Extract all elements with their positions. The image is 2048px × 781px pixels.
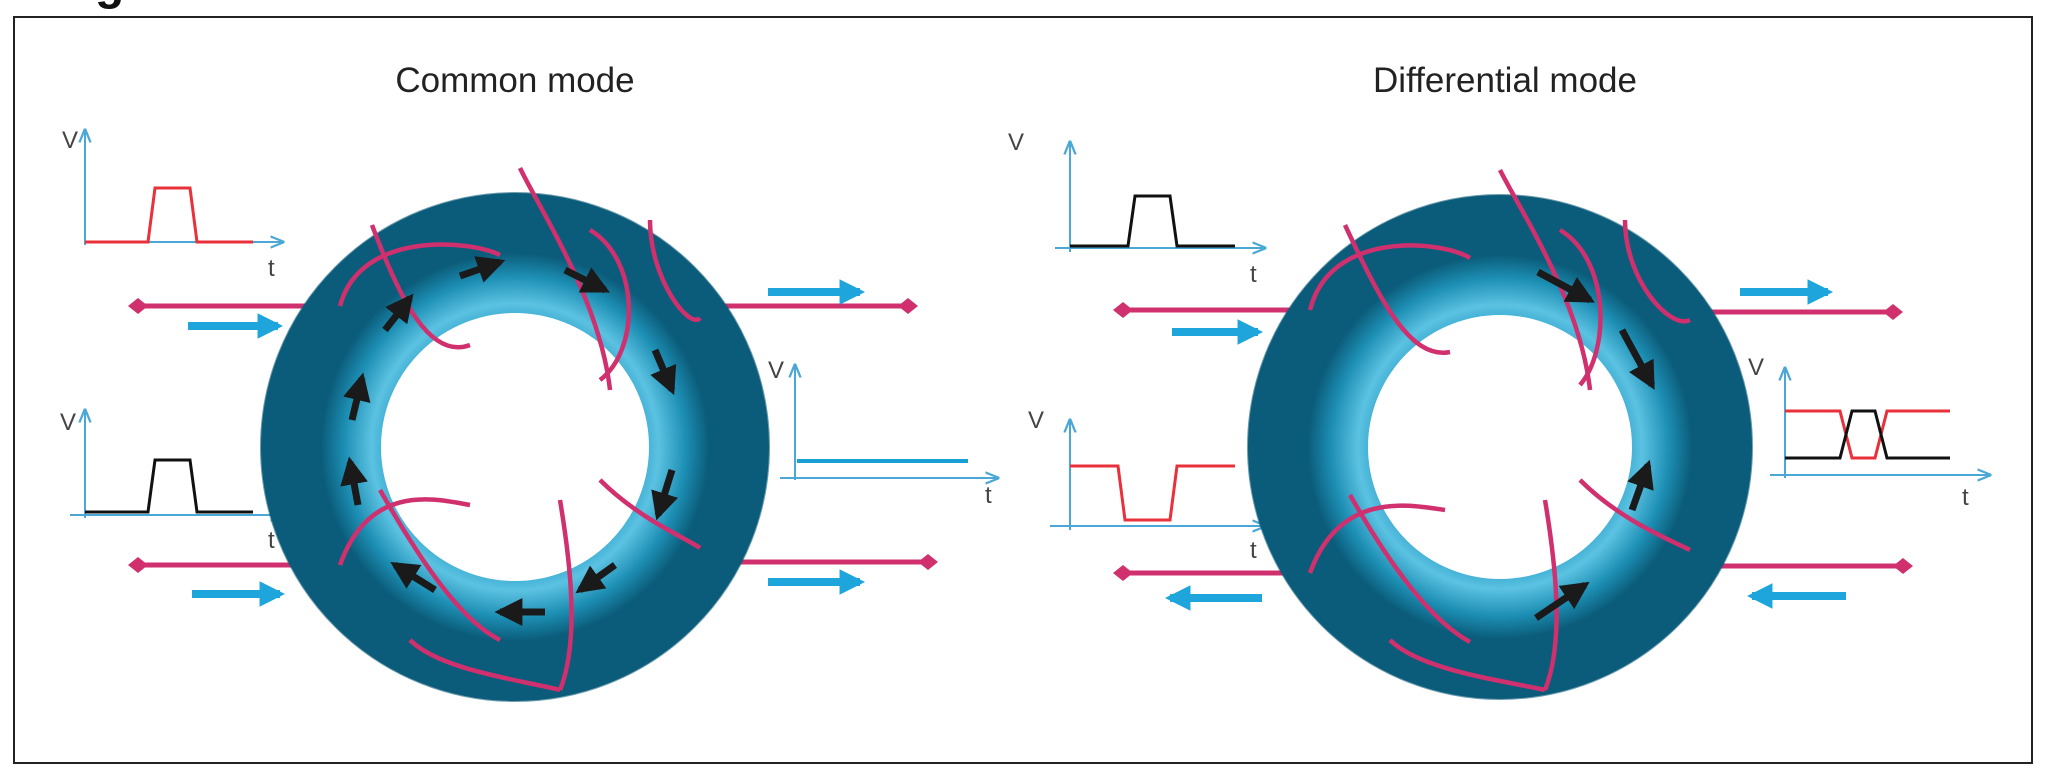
common-input-graph-1: V t <box>62 127 283 282</box>
common-input-2-signal <box>85 458 253 514</box>
common-output-graph: V t <box>768 357 998 509</box>
common-input-graph-2: V t <box>60 409 283 554</box>
axis-v-label: V <box>1008 129 1024 156</box>
diff-lead-wires <box>1125 307 1900 576</box>
axis-t-label: t <box>985 482 992 509</box>
common-toroid-core <box>260 192 770 702</box>
axis-t-label: t <box>1250 537 1257 564</box>
axis-v-label: V <box>62 127 78 154</box>
diff-windings <box>1307 168 1692 693</box>
axis-t-label: t <box>268 255 275 282</box>
axis-v-label: V <box>1028 407 1044 434</box>
axis-t-label: t <box>1962 484 1969 511</box>
diff-current-arrows <box>1164 279 1846 611</box>
axis-v-label: V <box>60 409 76 436</box>
common-flux-arrows <box>340 256 679 626</box>
common-input-1-signal <box>85 186 253 244</box>
common-current-arrows <box>188 279 866 607</box>
differential-mode-panel: Differential mode V t V t V t <box>1008 61 1990 700</box>
diff-input-graph-2: V t <box>1028 407 1265 564</box>
common-mode-title: Common mode <box>395 61 634 100</box>
common-mode-panel: Common mode V t V t V t <box>60 61 998 702</box>
common-wire-terminals <box>128 298 938 573</box>
axis-t-label: t <box>1250 261 1257 288</box>
diff-toroid-core <box>1247 194 1753 700</box>
diff-output-signal-red <box>1785 409 1950 460</box>
diff-input-1-signal <box>1070 194 1235 248</box>
diff-output-signal-black <box>1785 409 1950 460</box>
diff-input-graph-1: V t <box>1008 129 1265 288</box>
axis-v-label: V <box>768 357 784 384</box>
common-windings <box>337 167 702 693</box>
diff-wire-terminals <box>1113 302 1913 581</box>
diff-output-graph: V t <box>1748 354 1990 511</box>
axis-v-label: V <box>1748 354 1764 381</box>
common-lead-wires <box>140 303 925 568</box>
diff-input-2-signal <box>1070 464 1235 522</box>
differential-mode-title: Differential mode <box>1373 61 1637 100</box>
clipped-heading: g <box>95 0 124 8</box>
axis-t-label: t <box>268 527 275 554</box>
diff-flux-arrows <box>1534 268 1656 621</box>
